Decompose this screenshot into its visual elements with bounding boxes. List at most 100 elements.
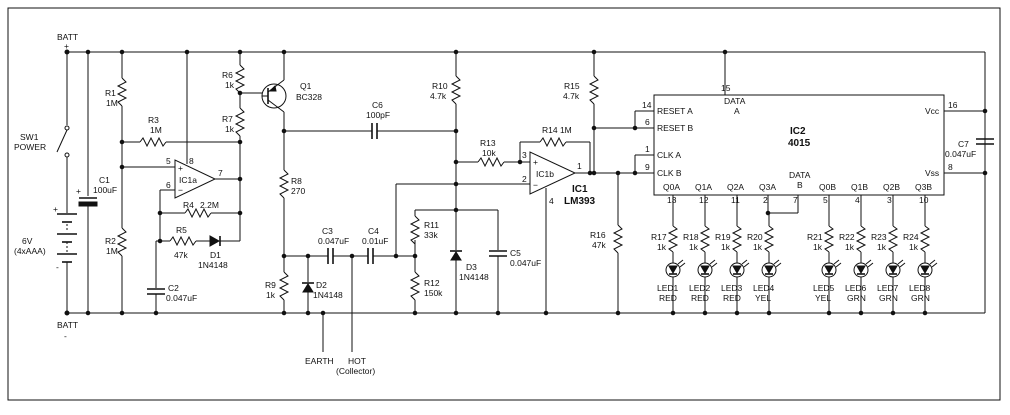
led-ray [867, 262, 874, 268]
ic2-data-b-top: DATA [789, 170, 811, 180]
led-color-led4: YEL [755, 293, 771, 303]
led-diode [700, 265, 710, 275]
battery-switch-section: BATT + SW1 POWER + - 6V (4xAAA) BATT [14, 32, 78, 341]
q1-transistor [261, 49, 287, 170]
r15-value: 4.7k [563, 91, 580, 101]
ic2-value: 4015 [788, 138, 811, 149]
c1-ref: C1 [99, 175, 110, 185]
ic2-output-q0a: Q0A [663, 182, 680, 192]
ic2-pin-10: 10 [919, 195, 929, 205]
r10-value: 4.7k [430, 91, 447, 101]
r3 [122, 136, 240, 148]
ic2-4015 [653, 49, 988, 196]
resistor-ref: R22 [839, 232, 855, 242]
ic2-vcc: Vcc [925, 106, 940, 116]
ic2-ref: IC2 [790, 126, 806, 137]
led-resistor-r24 [919, 225, 931, 253]
resistor-value: 1k [909, 242, 919, 252]
resistor-ref: R23 [871, 232, 887, 242]
led-ref-led8: LED8 [909, 283, 931, 293]
ic2-pin-13: 13 [667, 195, 677, 205]
led-ref-led6: LED6 [845, 283, 867, 293]
c3-value: 0.047uF [318, 236, 349, 246]
r1-value: 1M [106, 98, 118, 108]
resistor-value: 1k [657, 242, 667, 252]
led-ref-led2: LED2 [689, 283, 711, 293]
r10-network [393, 49, 530, 316]
r2-ref: R2 [105, 236, 116, 246]
led-ray [897, 259, 904, 265]
ic2-pin16: 16 [948, 100, 958, 110]
cell-minus: - [56, 262, 59, 272]
r4-value: 2.2M [200, 200, 219, 210]
cell-spec: (4xAAA) [14, 246, 46, 256]
ic1b-pin1: 1 [577, 161, 582, 171]
c5-value: 0.047uF [510, 258, 541, 268]
led-ref-led5: LED5 [813, 283, 835, 293]
cell-plus: + [53, 204, 58, 214]
junction-dot [670, 310, 676, 316]
ic2-pin-12: 12 [699, 195, 709, 205]
junction-dot [890, 310, 896, 316]
led-color-led8: GRN [911, 293, 930, 303]
ic2-pin-11: 11 [731, 195, 740, 205]
ic1a-opamp: + − [122, 49, 240, 199]
resistor-ref: R17 [651, 232, 667, 242]
r16-ref: R16 [590, 230, 606, 240]
junction-dot [766, 310, 772, 316]
led-diode [732, 265, 742, 275]
c7-value: 0.047uF [945, 149, 976, 159]
resistor-value: 1k [689, 242, 699, 252]
led-resistor-r18 [699, 225, 711, 253]
batt-top-sign: + [64, 41, 69, 51]
ic2-pin1: 1 [645, 144, 650, 154]
ic2-reset-b: RESET B [657, 123, 694, 133]
c4-ref: C4 [368, 226, 379, 236]
led-resistor-r20 [763, 225, 775, 253]
r16-value: 47k [592, 240, 606, 250]
resistor-ref: R18 [683, 232, 699, 242]
resistor-ref: R24 [903, 232, 919, 242]
power-rails [67, 51, 986, 314]
r5-value: 47k [174, 250, 188, 260]
svg-text:−: − [178, 185, 183, 195]
c4-value: 0.01uF [362, 236, 388, 246]
ic1a-pin5: 5 [166, 156, 171, 166]
r6-value: 1k [225, 80, 235, 90]
cell-voltage: 6V [22, 236, 33, 246]
led-color-led7: GRN [879, 293, 898, 303]
r6-r7-q1 [234, 49, 262, 179]
led-ray [775, 262, 782, 268]
led-ray [833, 259, 840, 265]
svg-text:−: − [533, 180, 538, 190]
hot-label: HOT [348, 356, 366, 366]
ic1b-pin2: 2 [522, 174, 527, 184]
led-resistor-r23 [887, 225, 899, 253]
d3-ref: D3 [466, 262, 477, 272]
ic1a-pin6: 6 [166, 180, 171, 190]
ic1a-pin8: 8 [189, 156, 194, 166]
led-ref-led1: LED1 [657, 283, 679, 293]
led-ray [711, 262, 718, 268]
led-diode [824, 265, 834, 275]
r5-ref: R5 [176, 225, 187, 235]
r11-value: 33k [424, 230, 438, 240]
ic1-ref: IC1 [572, 184, 588, 195]
resistor-ref: R20 [747, 232, 763, 242]
resistor-ref: R19 [715, 232, 731, 242]
led-color-led3: RED [723, 293, 741, 303]
resistor-value: 1k [813, 242, 823, 252]
led-ray [835, 262, 842, 268]
ic2-clk-b: CLK B [657, 168, 682, 178]
junction-dot [734, 310, 740, 316]
c7 [976, 138, 994, 145]
c5-ref: C5 [510, 248, 521, 258]
hot-sub: (Collector) [336, 366, 375, 376]
ic1b-pin4: 4 [549, 196, 554, 206]
r7-ref: R7 [222, 114, 233, 124]
ic1a-ref: IC1a [179, 175, 197, 185]
batt-bottom-label: BATT [57, 320, 78, 330]
r3-ref: R3 [148, 115, 159, 125]
q1-ref: Q1 [300, 81, 312, 91]
